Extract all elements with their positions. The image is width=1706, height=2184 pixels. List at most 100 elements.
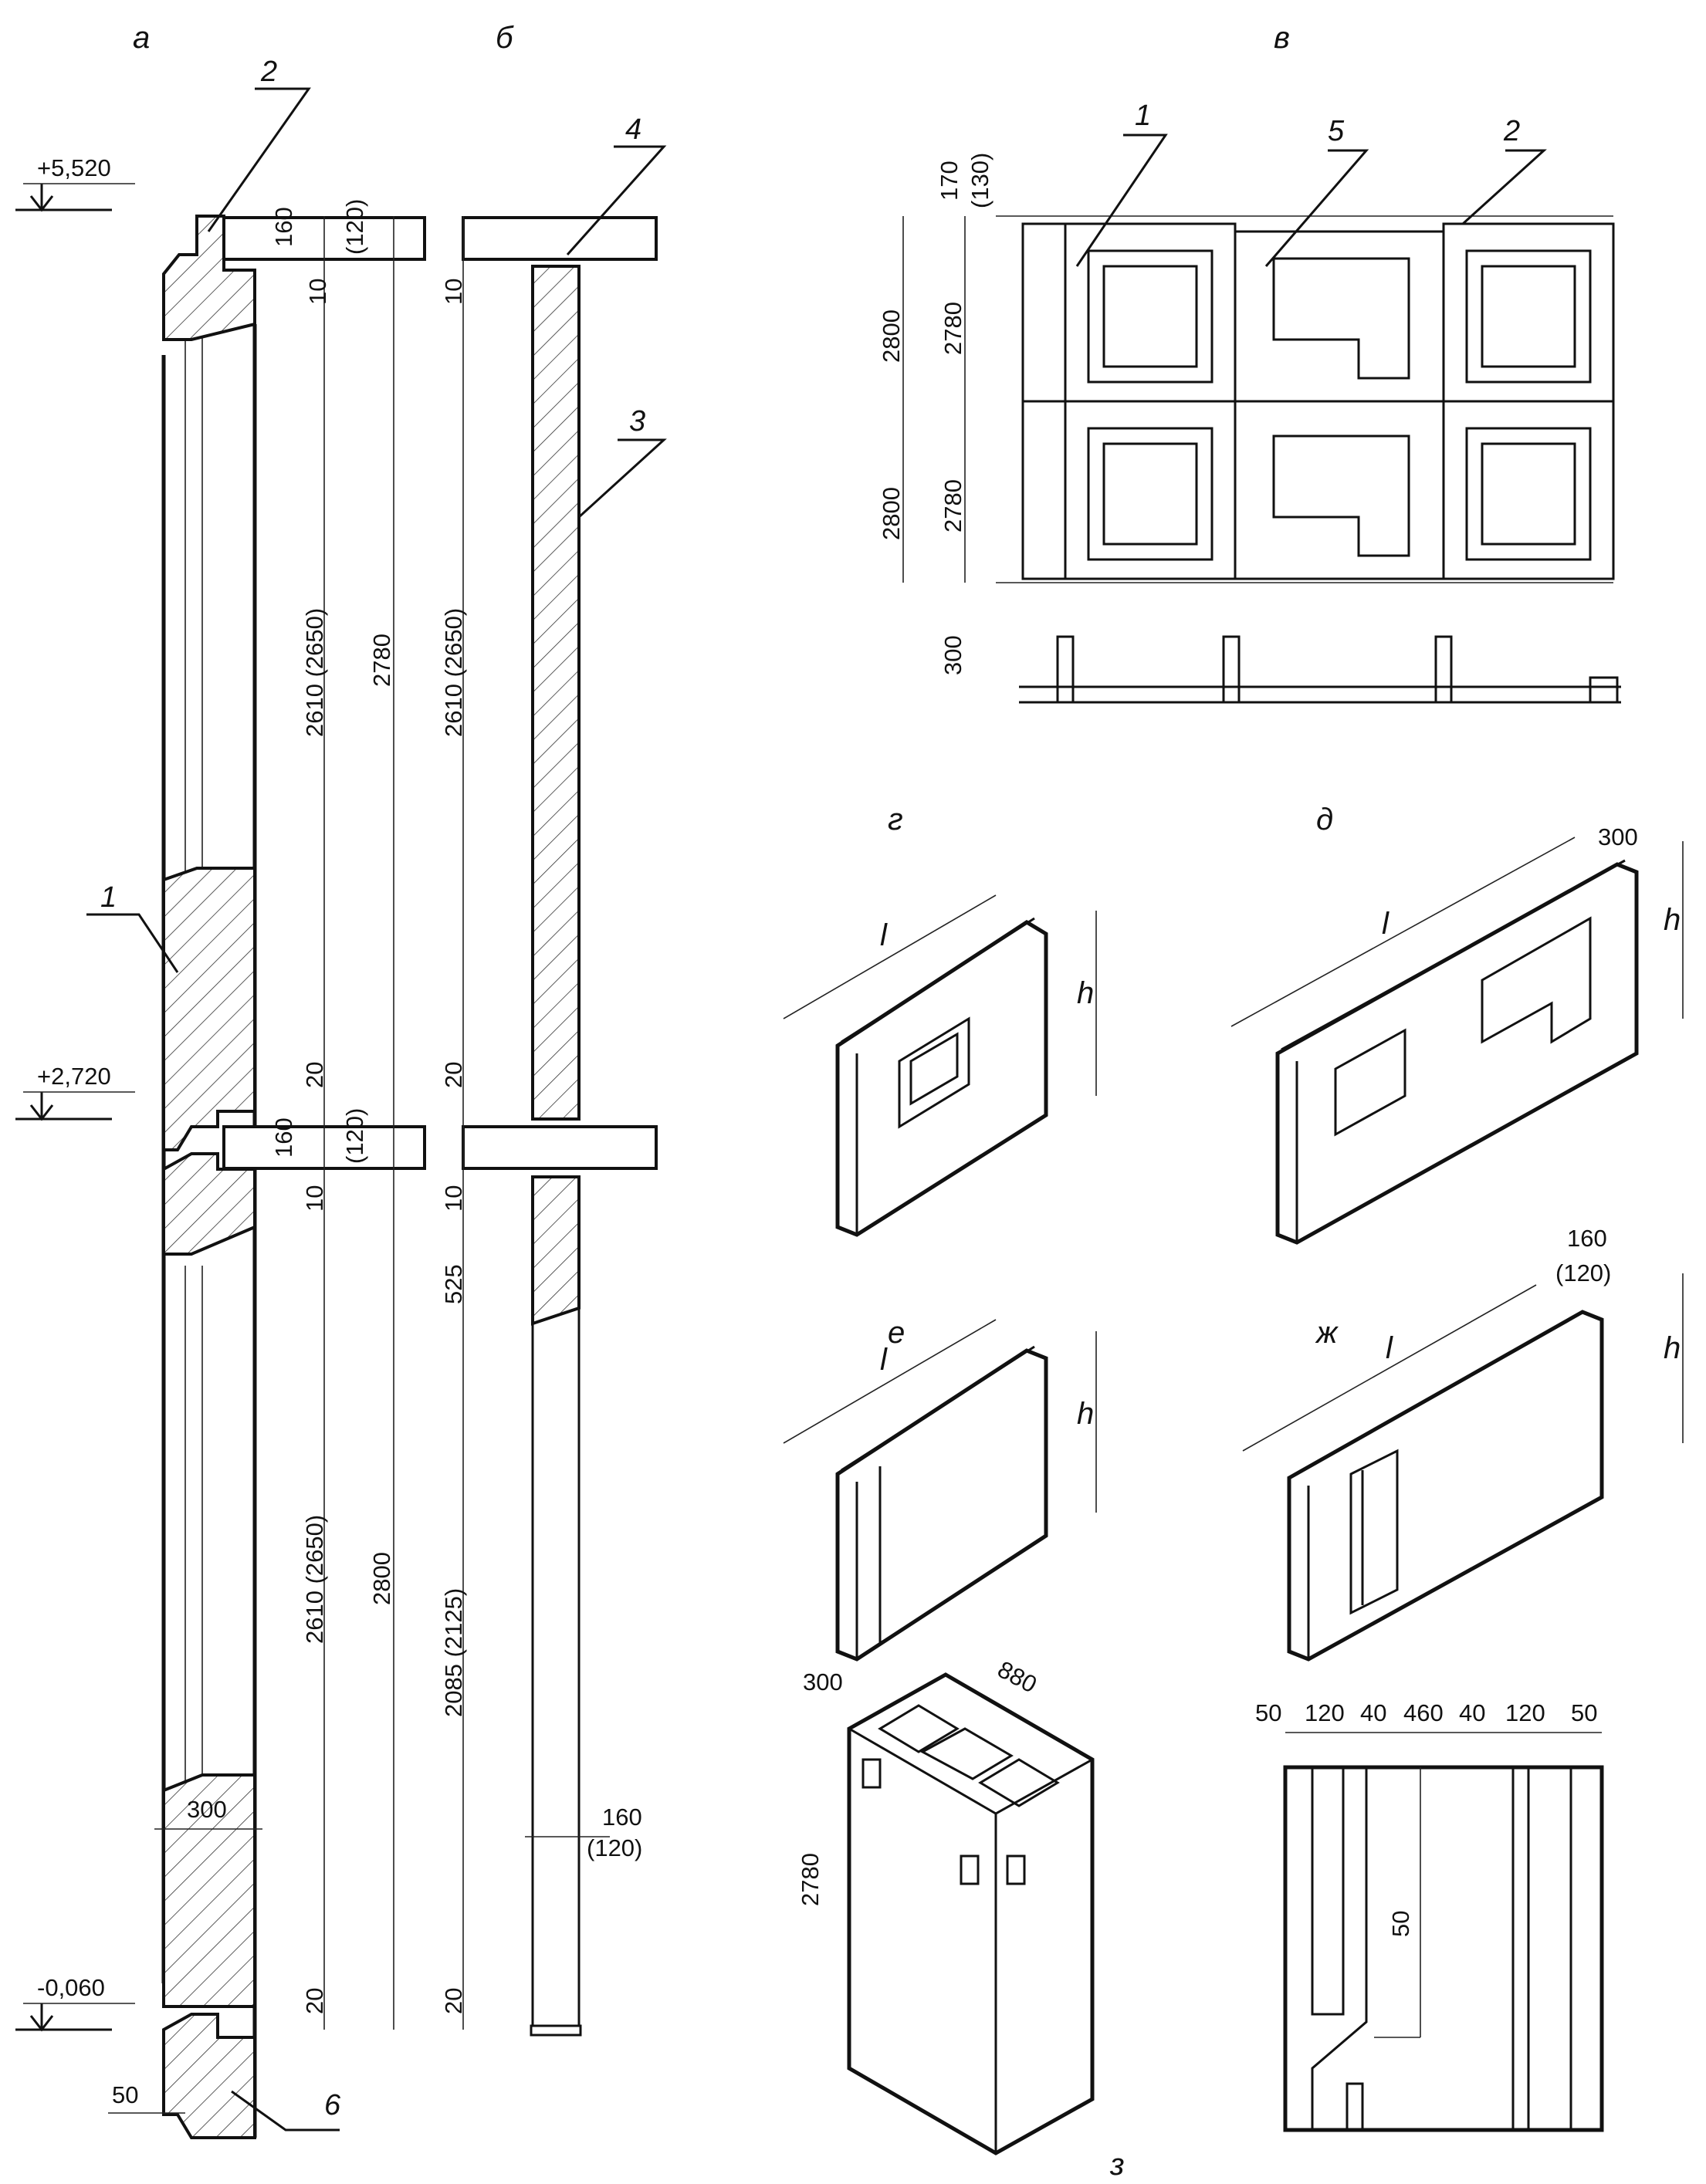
facade-plan — [1019, 635, 1621, 704]
iso-panel-g: г l h — [783, 803, 1097, 1237]
svg-text:г: г — [888, 803, 903, 837]
svg-text:2780: 2780 — [368, 634, 395, 687]
svg-text:h: h — [1077, 1397, 1094, 1431]
svg-text:170: 170 — [936, 161, 963, 201]
facade-panels — [1021, 222, 1615, 580]
ventilation-block: 300 880 2780 — [797, 1655, 1095, 2155]
level-mark-top: +5,520 — [15, 154, 135, 212]
svg-text:160: 160 — [270, 1117, 297, 1158]
level-mark-mid: +2,720 — [15, 1063, 135, 1121]
svg-text:40: 40 — [1360, 1699, 1386, 1726]
panel-label-a: а — [133, 21, 150, 55]
floor-slab-b-mid — [462, 1125, 658, 1170]
svg-text:160: 160 — [270, 207, 297, 247]
svg-text:300: 300 — [939, 635, 966, 675]
callout-v1 — [1075, 134, 1168, 267]
svg-text:(130): (130) — [966, 153, 993, 208]
svg-text:l: l — [880, 918, 888, 952]
svg-text:(120): (120) — [587, 1834, 642, 1861]
svg-text:2085 (2125): 2085 (2125) — [440, 1588, 467, 1717]
svg-text:д: д — [1316, 803, 1333, 837]
svg-text:-0,060: -0,060 — [37, 1974, 105, 2001]
svg-text:20: 20 — [301, 1988, 328, 2014]
svg-text:2610 (2650): 2610 (2650) — [440, 608, 467, 737]
panel-label-z: з — [1109, 2148, 1125, 2182]
svg-text:10: 10 — [304, 279, 331, 305]
callout-6 — [231, 2090, 340, 2132]
svg-text:4: 4 — [625, 113, 641, 146]
svg-text:460: 460 — [1403, 1699, 1444, 1726]
svg-text:50: 50 — [1255, 1699, 1281, 1726]
svg-text:6: 6 — [324, 2089, 341, 2121]
ventilation-plan: 50 120 40 460 40 120 50 50 — [1255, 1699, 1604, 2132]
callout-v5 — [1264, 149, 1369, 267]
svg-text:1: 1 — [100, 881, 117, 914]
svg-text:2780: 2780 — [939, 479, 966, 532]
svg-text:2: 2 — [260, 56, 277, 88]
iso-panel-d: д l 300 h — [1230, 803, 1684, 1245]
internal-wall-lintel — [531, 1175, 581, 1326]
panel-label-v: в — [1274, 21, 1290, 55]
svg-text:l: l — [1386, 1331, 1393, 1365]
svg-text:2610 (2650): 2610 (2650) — [301, 1515, 328, 1644]
callout-v2 — [1461, 149, 1547, 225]
panel-bottom-spandrel — [162, 1773, 256, 2008]
svg-text:(120): (120) — [341, 199, 368, 255]
iso-panel-e: е l h — [783, 1316, 1097, 1662]
level-mark-bottom: -0,060 — [15, 1974, 135, 2032]
svg-text:50: 50 — [1571, 1699, 1597, 1726]
panel-1-spandrel — [162, 867, 256, 1151]
svg-text:20: 20 — [440, 1988, 467, 2014]
panel-label-b: б — [496, 21, 514, 55]
svg-text:2800: 2800 — [878, 309, 905, 363]
svg-text:(120): (120) — [341, 1108, 368, 1164]
svg-text:+2,720: +2,720 — [37, 1063, 111, 1090]
callout-1 — [86, 913, 179, 973]
callout-2 — [207, 87, 311, 232]
svg-text:40: 40 — [1459, 1699, 1485, 1726]
svg-text:120: 120 — [1305, 1699, 1345, 1726]
floor-slab-b-top — [462, 216, 658, 261]
svg-text:2800: 2800 — [368, 1552, 395, 1605]
svg-text:2780: 2780 — [797, 1853, 824, 1906]
svg-text:5: 5 — [1328, 115, 1345, 147]
callout-4 — [566, 145, 667, 255]
facade-v: в 170 (130) 2800 2780 — [878, 21, 1621, 704]
svg-text:h: h — [1664, 903, 1681, 937]
svg-text:е: е — [888, 1316, 905, 1350]
svg-text:h: h — [1664, 1331, 1681, 1365]
svg-text:+5,520: +5,520 — [37, 154, 111, 181]
svg-text:(120): (120) — [1555, 1259, 1611, 1286]
svg-text:300: 300 — [1598, 823, 1638, 850]
svg-text:h: h — [1077, 976, 1094, 1010]
section-a: а +5,520 +2,720 -0,060 — [15, 21, 426, 2139]
svg-text:2780: 2780 — [939, 302, 966, 355]
svg-text:880: 880 — [993, 1655, 1041, 1698]
svg-text:525: 525 — [440, 1264, 467, 1304]
svg-text:1: 1 — [1135, 100, 1151, 132]
iso-panel-zh: ж l 160 (120) h — [1242, 1225, 1684, 1662]
svg-text:ж: ж — [1315, 1316, 1339, 1350]
svg-text:300: 300 — [187, 1796, 227, 1823]
svg-text:160: 160 — [602, 1804, 642, 1831]
svg-text:10: 10 — [440, 1185, 467, 1212]
callout-3 — [577, 438, 667, 519]
svg-text:20: 20 — [301, 1062, 328, 1088]
section-b: б 10 2610 (2650) 20 10 525 2085 (2125) 2… — [440, 21, 667, 2037]
svg-text:l: l — [1382, 907, 1390, 941]
svg-text:3: 3 — [629, 405, 645, 438]
svg-text:20: 20 — [440, 1062, 467, 1088]
svg-text:10: 10 — [440, 279, 467, 305]
svg-text:50: 50 — [112, 2081, 138, 2108]
svg-text:120: 120 — [1505, 1699, 1545, 1726]
svg-text:l: l — [880, 1343, 888, 1377]
foundation-joint — [162, 2013, 256, 2139]
svg-text:10: 10 — [301, 1185, 328, 1212]
svg-text:2: 2 — [1503, 115, 1520, 147]
svg-text:300: 300 — [803, 1668, 843, 1695]
svg-text:160: 160 — [1567, 1225, 1607, 1252]
svg-text:50: 50 — [1387, 1911, 1414, 1937]
svg-text:2800: 2800 — [878, 487, 905, 540]
internal-wall-upper — [531, 265, 581, 1121]
